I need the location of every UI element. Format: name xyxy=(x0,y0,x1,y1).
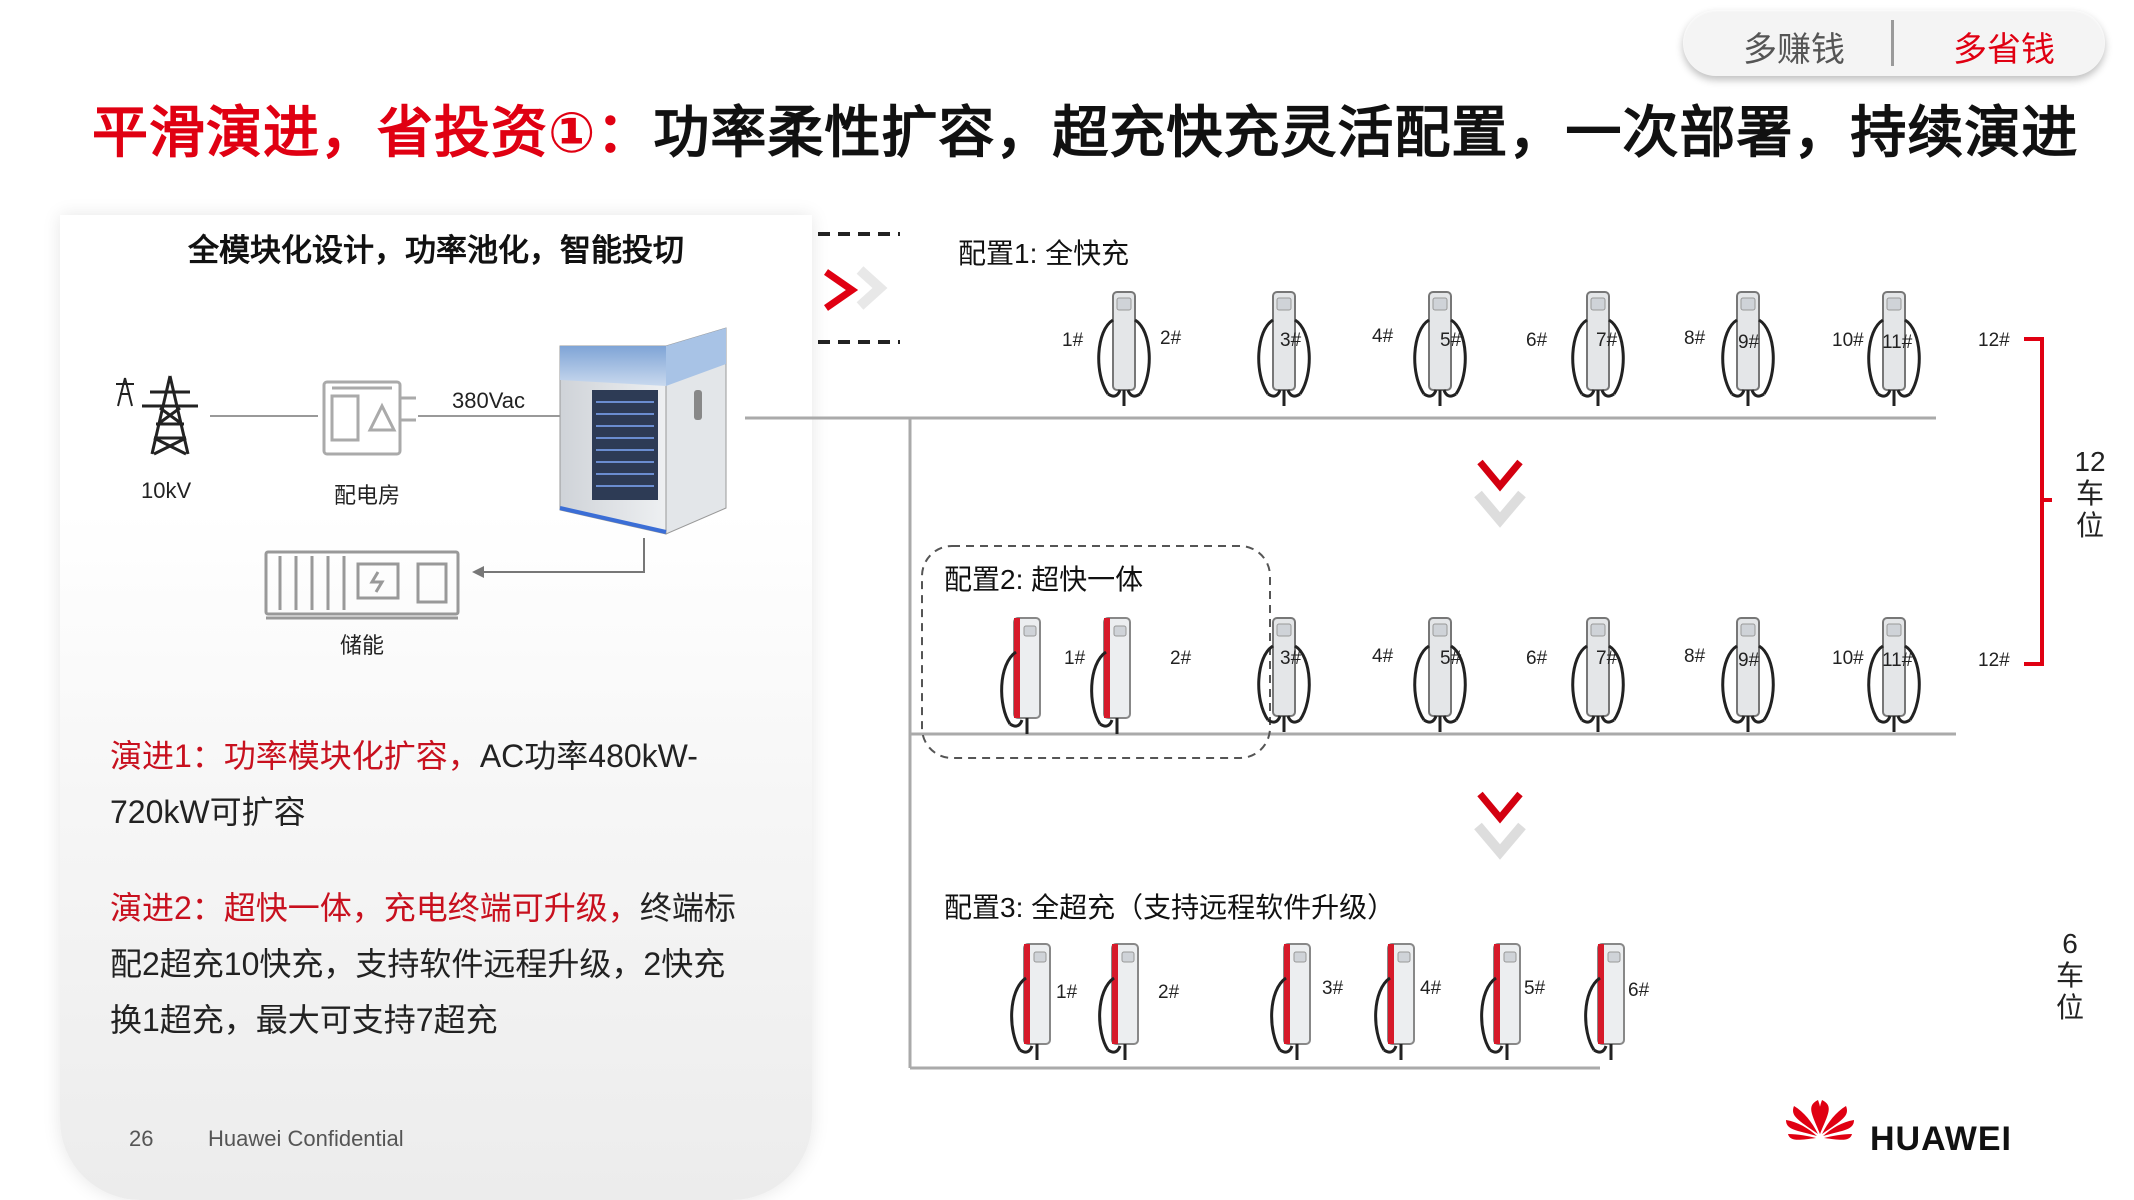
row1-charger-number: 7# xyxy=(1596,330,1618,351)
grid-label: 10kV xyxy=(141,478,192,503)
substation-label: 配电房 xyxy=(334,483,401,508)
row2-charger-number: 6# xyxy=(1526,648,1548,669)
down-chevron-icon-2 xyxy=(1474,791,1526,860)
row2-charger-number: 4# xyxy=(1372,646,1394,667)
spaces-6-char1: 车 xyxy=(2055,960,2084,991)
evolution-1-highlight: 演进1：功率模块化扩容， xyxy=(110,738,480,774)
evolution-1-text: 演进1：功率模块化扩容，AC功率480kW-720kW可扩容 xyxy=(110,728,750,840)
row1-charger-number: 1# xyxy=(1062,330,1084,351)
title-main: 功率柔性扩容，超充快充灵活配置，一次部署，持续演进 xyxy=(653,101,2079,164)
parking-spaces-12: 12 车 位 xyxy=(2070,446,2110,542)
row3-charger-number: 1# xyxy=(1056,982,1078,1003)
transmission-tower-icon xyxy=(142,375,198,456)
power-diagram xyxy=(116,375,645,620)
row3-charger-number: 3# xyxy=(1322,978,1344,999)
toggle-save-more[interactable]: 多省钱 xyxy=(1953,31,2055,69)
page-title: 平滑演进，省投资①：功率柔性扩容，超充快充灵活配置，一次部署，持续演进 xyxy=(92,88,2078,169)
row2-charger-number: 11# xyxy=(1882,650,1913,671)
fast-charger-icon xyxy=(1571,291,1625,406)
row1-charger-number: 9# xyxy=(1738,332,1760,353)
page-number: 26 xyxy=(129,1126,154,1151)
fast-charger-icon xyxy=(1571,617,1625,732)
row1-charger-number: 4# xyxy=(1372,326,1394,347)
evolution-2-highlight: 演进2：超快一体，充电终端可升级， xyxy=(110,890,640,926)
huawei-brand: HUAWEI xyxy=(1870,1120,2012,1158)
row2-charger-number: 9# xyxy=(1738,650,1760,671)
small-tower-icon xyxy=(116,377,134,407)
fast-charger-icon xyxy=(1867,617,1921,732)
evolution-2-body: 终端标配2超充10快充，支持软件远程升级，2快充换1超充，最大可支持7超充 xyxy=(110,890,736,1038)
row2-charger-number: 3# xyxy=(1280,648,1302,669)
storage-label: 储能 xyxy=(340,633,385,658)
row1-charger-number: 3# xyxy=(1280,330,1302,351)
panel-heading: 全模块化设计，功率池化，智能投切 xyxy=(188,233,684,268)
fast-charger-icon xyxy=(1721,291,1775,406)
config-2-label: 配置2: 超快一体 xyxy=(944,564,1144,595)
super-charger-icon xyxy=(1098,943,1139,1060)
toggle-divider xyxy=(1891,20,1894,66)
row2-charger-number: 10# xyxy=(1832,648,1864,669)
parking-spaces-6: 6 车 位 xyxy=(2050,928,2090,1024)
voltage-label: 380Vac xyxy=(452,388,525,413)
super-charger-icon xyxy=(1270,943,1311,1060)
row3-charger-number: 5# xyxy=(1524,978,1546,999)
spaces-12-char1: 车 xyxy=(2075,478,2104,509)
fast-charger-icon xyxy=(1257,617,1311,732)
evolution-2-text: 演进2：超快一体，充电终端可升级，终端标配2超充10快充，支持软件远程升级，2快… xyxy=(110,880,750,1048)
row1-charger-number: 5# xyxy=(1440,330,1462,351)
row3-charger-number: 4# xyxy=(1420,978,1442,999)
row1-charger-number: 10# xyxy=(1832,330,1864,351)
dashed-arrow-marker xyxy=(818,232,900,344)
super-charger-icon xyxy=(1090,617,1131,734)
spaces-6-char2: 位 xyxy=(2055,992,2084,1023)
row2-charger-number: 2# xyxy=(1170,648,1192,669)
row1-charger-number: 12# xyxy=(1978,330,2010,351)
row3-charger-number: 2# xyxy=(1158,982,1180,1003)
earn-save-toggle[interactable]: 多赚钱 多省钱 xyxy=(1683,10,2105,76)
spaces-12-number: 12 xyxy=(2074,446,2106,477)
row2-charger-number: 8# xyxy=(1684,646,1706,667)
spaces-12-char2: 位 xyxy=(2075,510,2104,541)
super-charger-icon xyxy=(1584,943,1625,1060)
evolution-1-body: AC功率480kW-720kW可扩容 xyxy=(110,738,698,830)
row2-charger-number: 12# xyxy=(1978,650,2010,671)
confidential-label: Huawei Confidential xyxy=(208,1126,404,1151)
row1-charger-number: 6# xyxy=(1526,330,1548,351)
row2-charger-number: 5# xyxy=(1440,648,1462,669)
row2-charger-number: 7# xyxy=(1596,648,1618,669)
row1-charger-number: 11# xyxy=(1882,332,1913,353)
super-charger-icon xyxy=(1000,617,1041,734)
super-charger-icon xyxy=(1010,943,1051,1060)
config-1-label: 配置1: 全快充 xyxy=(958,238,1130,269)
fast-charger-icon xyxy=(1867,291,1921,406)
huawei-logo-icon xyxy=(1786,1100,1854,1140)
row1-charger-number: 2# xyxy=(1160,328,1182,349)
fast-charger-icon xyxy=(1257,291,1311,406)
fast-charger-icon xyxy=(1097,291,1151,406)
substation-icon xyxy=(322,380,416,456)
title-highlight: 平滑演进，省投资①： xyxy=(92,101,654,164)
toggle-earn-more[interactable]: 多赚钱 xyxy=(1743,31,1845,69)
spaces-6-number: 6 xyxy=(2062,928,2078,959)
down-chevron-icon xyxy=(1474,459,1526,528)
super-charger-icon xyxy=(1374,943,1415,1060)
row2-charger-number: 1# xyxy=(1064,648,1086,669)
config-3-label: 配置3: 全超充（支持远程软件升级） xyxy=(944,892,1396,923)
energy-storage-container-icon xyxy=(264,550,460,620)
power-cabinet-icon xyxy=(559,327,727,535)
super-charger-icon xyxy=(1480,943,1521,1060)
row3-charger-number: 6# xyxy=(1628,980,1650,1001)
fast-charger-icon xyxy=(1413,617,1467,732)
fast-charger-icon xyxy=(1721,617,1775,732)
config2-box xyxy=(921,545,1271,759)
fast-charger-icon xyxy=(1413,291,1467,406)
row1-charger-number: 8# xyxy=(1684,328,1706,349)
